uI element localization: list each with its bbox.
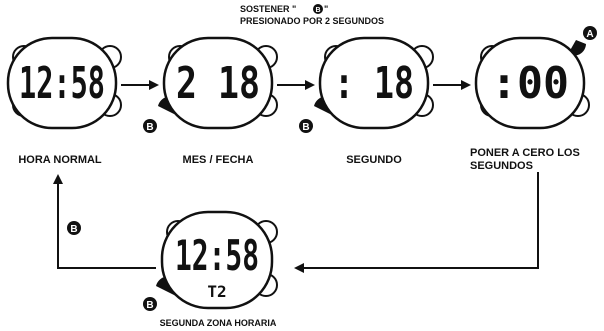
b-button-icon: B bbox=[299, 119, 313, 133]
hold-text-pre: SOSTENER " bbox=[240, 4, 296, 14]
label-second-timezone: SEGUNDA ZONA HORARIA bbox=[160, 318, 277, 328]
label-month-date: MES / FECHA bbox=[183, 154, 254, 166]
label-reset-seconds-line1: PONER A CERO LOS bbox=[470, 147, 580, 159]
svg-text:SOSTENER ": SOSTENER " bbox=[240, 4, 296, 14]
hold-text-post: " bbox=[324, 4, 328, 14]
watch-case bbox=[6, 36, 118, 130]
b-button-icon: B bbox=[143, 119, 157, 133]
watch-reset-seconds: :00 bbox=[474, 36, 590, 130]
label-reset-seconds-line2: SEGUNDOS bbox=[470, 160, 533, 172]
hold-text-line2: PRESIONADO POR 2 SEGUNDOS bbox=[240, 16, 384, 26]
b-button-letter: B bbox=[146, 300, 153, 311]
b-button-inline-letter: B bbox=[315, 7, 320, 14]
flow-arrow bbox=[294, 172, 539, 273]
b-button-icon: B bbox=[67, 221, 81, 235]
watch-second-timezone: 12:58 T2 bbox=[156, 210, 278, 310]
watch-normal-time: 12:58 bbox=[6, 36, 122, 130]
a-button-icon: A bbox=[583, 26, 597, 40]
watch-subdisplay: T2 bbox=[207, 282, 226, 301]
b-button-icon: B bbox=[143, 297, 157, 311]
flow-arrow bbox=[53, 174, 156, 269]
watch-display: 12:58 bbox=[19, 58, 105, 109]
watch-case bbox=[474, 36, 586, 130]
hold-instruction: SOSTENER " B " PRESIONADO POR 2 SEGUNDOS bbox=[240, 4, 384, 26]
b-button-inline-icon bbox=[313, 4, 323, 14]
watch-case bbox=[318, 36, 430, 130]
watch-display: : 18 bbox=[334, 58, 414, 109]
b-button-letter: B bbox=[302, 122, 309, 133]
watch-display: :00 bbox=[491, 58, 569, 109]
label-seconds: SEGUNDO bbox=[346, 154, 402, 166]
a-button-letter: A bbox=[586, 29, 593, 40]
label-normal-time: HORA NORMAL bbox=[18, 154, 102, 166]
watch-display: 2 18 bbox=[176, 58, 260, 109]
watch-case bbox=[162, 36, 274, 130]
b-button-letter: B bbox=[70, 224, 77, 235]
watch-month-date: 2 18 bbox=[158, 36, 278, 130]
watch-display: 12:58 bbox=[175, 231, 259, 280]
watch-seconds: : 18 bbox=[314, 36, 434, 130]
watch-case bbox=[160, 210, 274, 310]
svg-text:": " bbox=[324, 4, 328, 14]
b-button-letter: B bbox=[146, 122, 153, 133]
